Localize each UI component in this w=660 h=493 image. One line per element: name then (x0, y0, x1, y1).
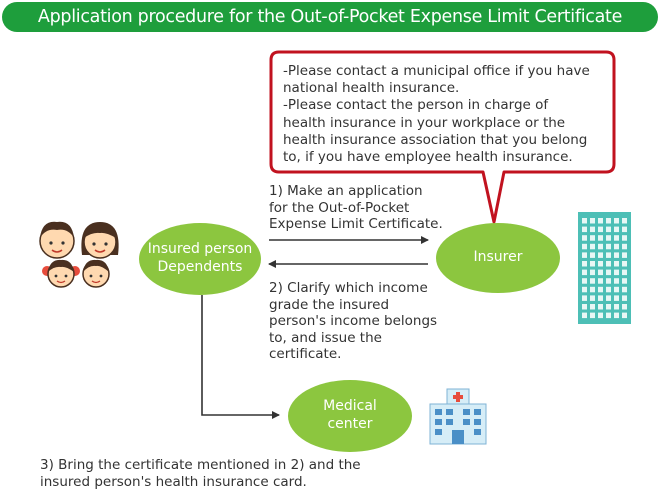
callout-text: -Please contact a municipal office if yo… (283, 63, 623, 166)
step1-text: 1) Make an application for the Out-of-Po… (269, 183, 443, 232)
step2-text: 2) Clarify which income grade the insure… (269, 280, 438, 362)
insured-node (139, 223, 261, 295)
insurer-node (436, 223, 560, 293)
family-icon (39, 221, 119, 288)
callout-box (269, 50, 616, 224)
step3-text: 3) Bring the certificate mentioned in 2)… (40, 457, 361, 490)
hospital-icon (429, 388, 487, 445)
medical-node-label: Medical center (323, 398, 377, 432)
callout-employee-insurance: -Please contact the person in charge of … (283, 97, 588, 166)
insurer-node-label: Insurer (473, 249, 523, 265)
insured-node-label: Insured person Dependents (147, 241, 253, 275)
diagram-title: Application procedure for the Out-of-Poc… (2, 2, 658, 32)
medical-node (288, 380, 412, 452)
arrow-bring-certificate (201, 295, 280, 419)
office-building-icon (578, 212, 631, 324)
callout-national-insurance: -Please contact a municipal office if yo… (283, 63, 590, 97)
